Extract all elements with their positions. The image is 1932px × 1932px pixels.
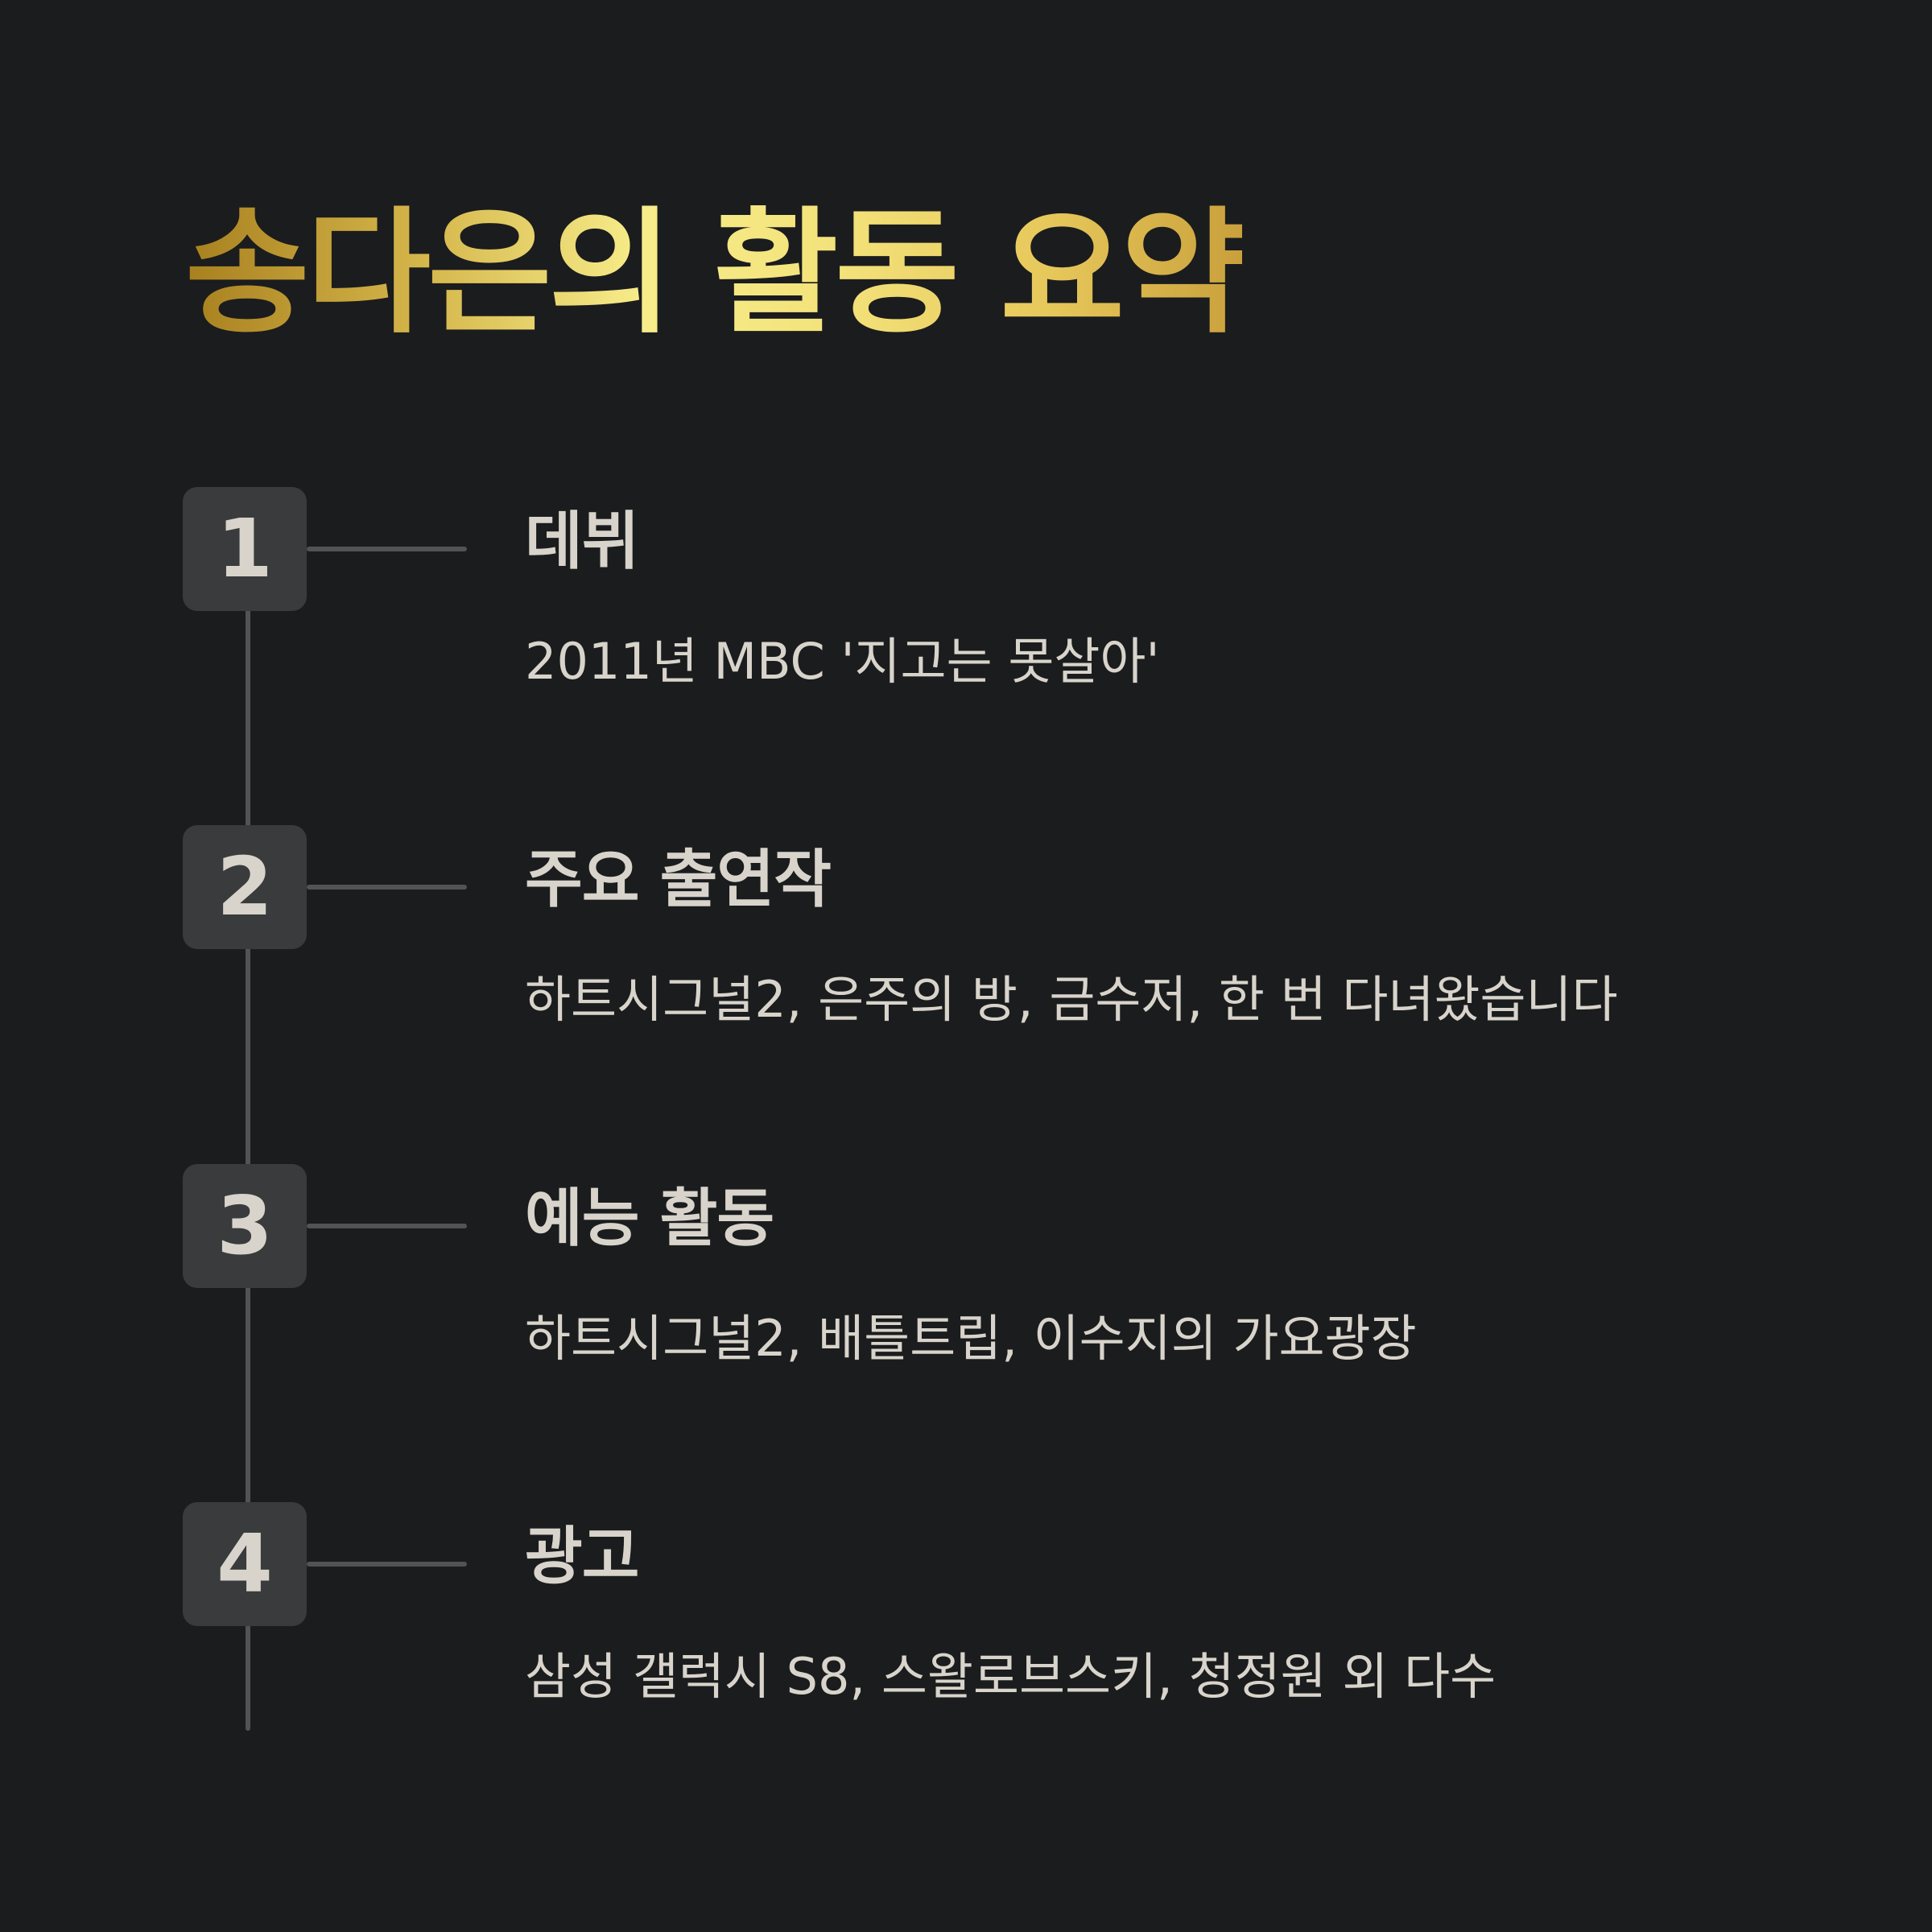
step-number-badge: 1 — [183, 487, 307, 611]
item-description: 삼성 갤럭시 S8, 스왈로브스키, 청정원 외 다수 — [525, 1647, 1496, 1706]
timeline-connector — [307, 547, 467, 551]
item-heading: 예능 활동 — [525, 1183, 774, 1255]
item-description: 2011년 MBC '지고는 못살아' — [525, 632, 1160, 691]
timeline-connector — [307, 1224, 467, 1228]
step-number-badge: 2 — [183, 825, 307, 949]
timeline-connector — [307, 885, 467, 890]
timeline-item-ads: 4 광고 삼성 갤럭시 S8, 스왈로브스키, 청정원 외 다수 — [0, 1502, 1932, 1760]
step-number-badge: 4 — [183, 1502, 307, 1626]
item-heading: 데뷔 — [525, 506, 640, 578]
item-description: 하트시그널2, 배틀트립, 이수지의 가요광장 — [525, 1309, 1417, 1368]
timeline-item-main-works: 2 주요 출연작 하트시그널2, 은주의 방, 금수저, 한 번 다녀왔습니다 — [0, 825, 1932, 1083]
item-description: 하트시그널2, 은주의 방, 금수저, 한 번 다녀왔습니다 — [525, 970, 1618, 1029]
step-number-badge: 3 — [183, 1164, 307, 1288]
timeline-connector — [307, 1562, 467, 1567]
timeline-spine — [246, 555, 250, 1731]
item-heading: 광고 — [525, 1521, 640, 1593]
item-heading: 주요 출연작 — [525, 844, 832, 916]
page-title: 송다은의 활동 요약 — [185, 194, 1245, 352]
timeline-item-debut: 1 데뷔 2011년 MBC '지고는 못살아' — [0, 487, 1932, 745]
timeline-item-variety: 3 예능 활동 하트시그널2, 배틀트립, 이수지의 가요광장 — [0, 1164, 1932, 1422]
